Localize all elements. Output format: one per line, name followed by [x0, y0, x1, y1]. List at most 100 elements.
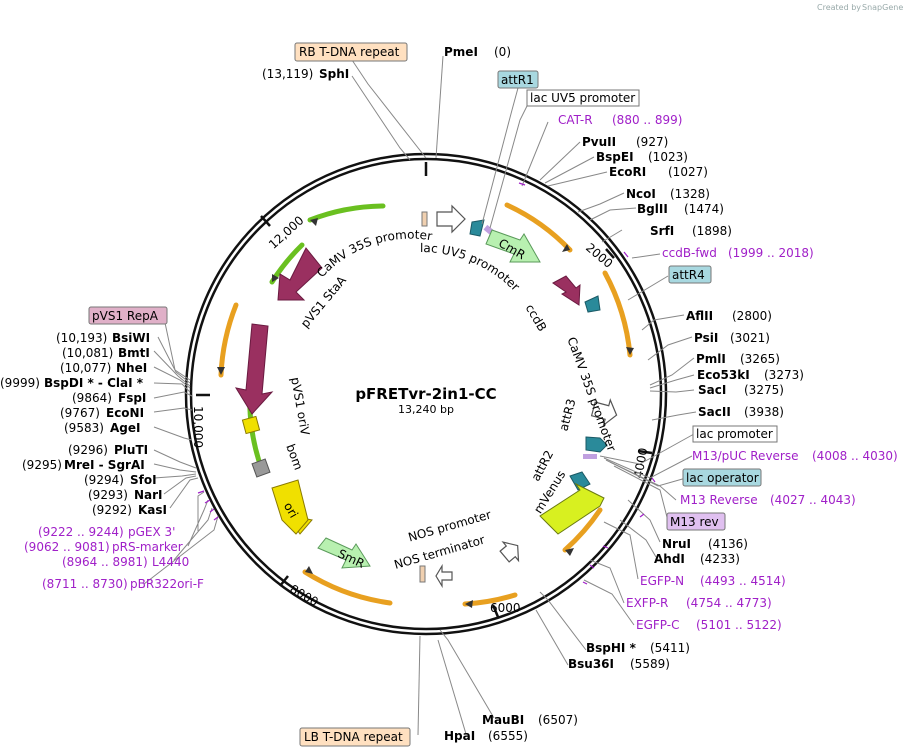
svg-text:(13,119): (13,119): [262, 67, 313, 81]
svg-text:(4754 .. 4773): (4754 .. 4773): [686, 596, 772, 610]
orf-arc-3: [562, 507, 603, 553]
svg-text:SacI: SacI: [698, 383, 726, 397]
pvs1-oriv-label: pVS1 oriV: [288, 376, 312, 437]
orf-arrowhead-5: [305, 566, 313, 574]
svg-text:PluTI: PluTI: [114, 443, 148, 457]
svg-text:CAT-R: CAT-R: [558, 113, 593, 127]
svg-text:SfoI: SfoI: [130, 473, 157, 487]
m13rev-text: M13 rev: [670, 515, 719, 529]
leader-lines: [143, 55, 697, 736]
smr-marker: [317, 537, 371, 569]
svg-text:EcoRI: EcoRI: [609, 165, 646, 179]
attr1-box-bg: [497, 70, 539, 89]
label-attr1: attR1: [497, 70, 539, 89]
pvs1repa-box-bg: [88, 306, 168, 325]
label-rb-t-dna-repeat: RB T-DNA repeat: [294, 42, 408, 62]
svg-text:(1023): (1023): [648, 150, 688, 164]
svg-text:(4493 .. 4514): (4493 .. 4514): [700, 574, 786, 588]
svg-text:(1999 .. 2018): (1999 .. 2018): [728, 246, 814, 260]
svg-text:(3265): (3265): [740, 352, 780, 366]
svg-text:BspHI *: BspHI *: [586, 641, 637, 655]
svg-text:L4440: L4440: [152, 555, 189, 569]
backbone-outer: [184, 152, 668, 636]
pvs1-staa-gene: [277, 247, 323, 301]
orf-arc-5: [302, 569, 393, 606]
primer-prs-marker: (9062 .. 9081)pRS-marker: [24, 540, 183, 554]
svg-text:(6507): (6507): [538, 713, 578, 727]
orf-arrowhead-2: [626, 347, 634, 355]
site-pluti: (9296) PluTI: [68, 443, 148, 457]
svg-text:pBR322ori-F: pBR322ori-F: [130, 577, 204, 591]
svg-text:EGFP-N: EGFP-N: [640, 574, 684, 588]
svg-text:PvuII: PvuII: [582, 135, 616, 149]
attr1-arrow: [469, 219, 485, 237]
site-aflii: AflII(2800): [686, 309, 772, 323]
svg-text:FspI: FspI: [118, 391, 146, 405]
plasmid-name: pFRETvr-2in1-CC: [355, 385, 496, 403]
bom-label: bom: [283, 442, 305, 472]
restriction-sites: PmeI(0) (13,119)SphI PvuII(927) BspEI(10…: [0, 45, 804, 743]
site-sphi: (13,119)SphI: [262, 67, 349, 81]
site-nhei: (10,077)NheI: [60, 361, 147, 375]
svg-text:(1474): (1474): [684, 202, 724, 216]
site-bmti: (10,081)BmtI: [62, 346, 150, 360]
snapgene-brand: SnapGene: [862, 3, 903, 12]
svg-text:(9864): (9864): [72, 391, 112, 405]
lacop-text: lac operator: [686, 471, 759, 485]
primer-egfp-n: EGFP-N (4493 .. 4514): [640, 574, 786, 588]
site-econi: (9767)EcoNI: [60, 406, 144, 420]
primer-ccdb-fwd: ccdB-fwd(1999 .. 2018): [662, 246, 814, 260]
svg-text:(0): (0): [494, 45, 511, 59]
attr4-box-bg: [668, 265, 712, 284]
svg-text:BspEI: BspEI: [596, 150, 634, 164]
svg-text:(4233): (4233): [700, 552, 740, 566]
svg-text:(10,081): (10,081): [62, 346, 113, 360]
svg-text:AflII: AflII: [686, 309, 713, 323]
site-psii: PsiI(3021): [694, 331, 770, 345]
svg-text:(1027): (1027): [668, 165, 708, 179]
nos-promoter-arrow: [499, 541, 520, 563]
svg-text:(3021): (3021): [730, 331, 770, 345]
site-bsphi: BspHI *(5411): [586, 641, 690, 655]
nos-terminator-label: NOS terminator: [392, 533, 486, 572]
site-agei: (9583) AgeI: [64, 421, 140, 435]
primer-labels: CAT-R(880 .. 899) ccdB-fwd(1999 .. 2018)…: [24, 113, 898, 632]
site-bsu36i: Bsu36I(5589): [568, 657, 670, 671]
site-fspi: (9864) FspI: [72, 391, 146, 405]
svg-text:(9583): (9583): [64, 421, 104, 435]
m13rev-box-bg: [666, 512, 726, 531]
primer-pbr322ori-f: (8711 .. 8730)pBR322ori-F: [42, 577, 204, 591]
svg-text:AgeI: AgeI: [110, 421, 140, 435]
backbone-inner: [189, 157, 663, 631]
site-nari: (9293)NarI: [88, 488, 163, 502]
svg-text:(9222 .. 9244): (9222 .. 9244): [38, 525, 124, 539]
svg-text:BspDI * - ClaI *: BspDI * - ClaI *: [44, 376, 144, 390]
svg-text:M13 Reverse: M13 Reverse: [680, 493, 758, 507]
primer-egfp-c: EGFP-C(5101 .. 5122): [636, 618, 782, 632]
lb-text: LB T-DNA repeat: [304, 730, 403, 744]
lacprom-box-bg: [692, 425, 778, 443]
site-saci: SacI(3275): [698, 383, 784, 397]
svg-text:(9999): (9999): [0, 376, 40, 390]
svg-text:(9293): (9293): [88, 488, 128, 502]
svg-text:(4027 .. 4043): (4027 .. 4043): [770, 493, 856, 507]
camv35s-promoter-arrow-2: [590, 398, 618, 427]
lacuv5-text: lac UV5 promoter: [530, 91, 635, 105]
svg-text:(9296): (9296): [68, 443, 108, 457]
primer-m13-reverse: M13 Reverse (4027 .. 4043): [680, 493, 856, 507]
ccdb-gene: [552, 275, 581, 306]
orf-arrowhead-g2: [272, 274, 279, 282]
primer-m13-puc-reverse: M13/pUC Reverse(4008 .. 4030): [692, 449, 898, 463]
svg-text:M13/pUC Reverse: M13/pUC Reverse: [692, 449, 799, 463]
primer-pgex3: (9222 .. 9244)pGEX 3': [38, 525, 175, 539]
label-pvs1-repa: pVS1 RepA: [88, 306, 168, 325]
pvs1-oriv-box: [241, 415, 261, 435]
attr3-label: attR3: [557, 397, 579, 432]
svg-text:(6555): (6555): [488, 729, 528, 743]
site-ahdi: AhdI(4233): [654, 552, 740, 566]
lb-marker-box: [419, 565, 426, 583]
label-lb-t-dna-repeat: LB T-DNA repeat: [299, 727, 411, 747]
rb-text: RB T-DNA repeat: [299, 45, 400, 59]
tick-label-6000: 6000: [490, 601, 521, 615]
svg-text:Bsu36I: Bsu36I: [568, 657, 614, 671]
